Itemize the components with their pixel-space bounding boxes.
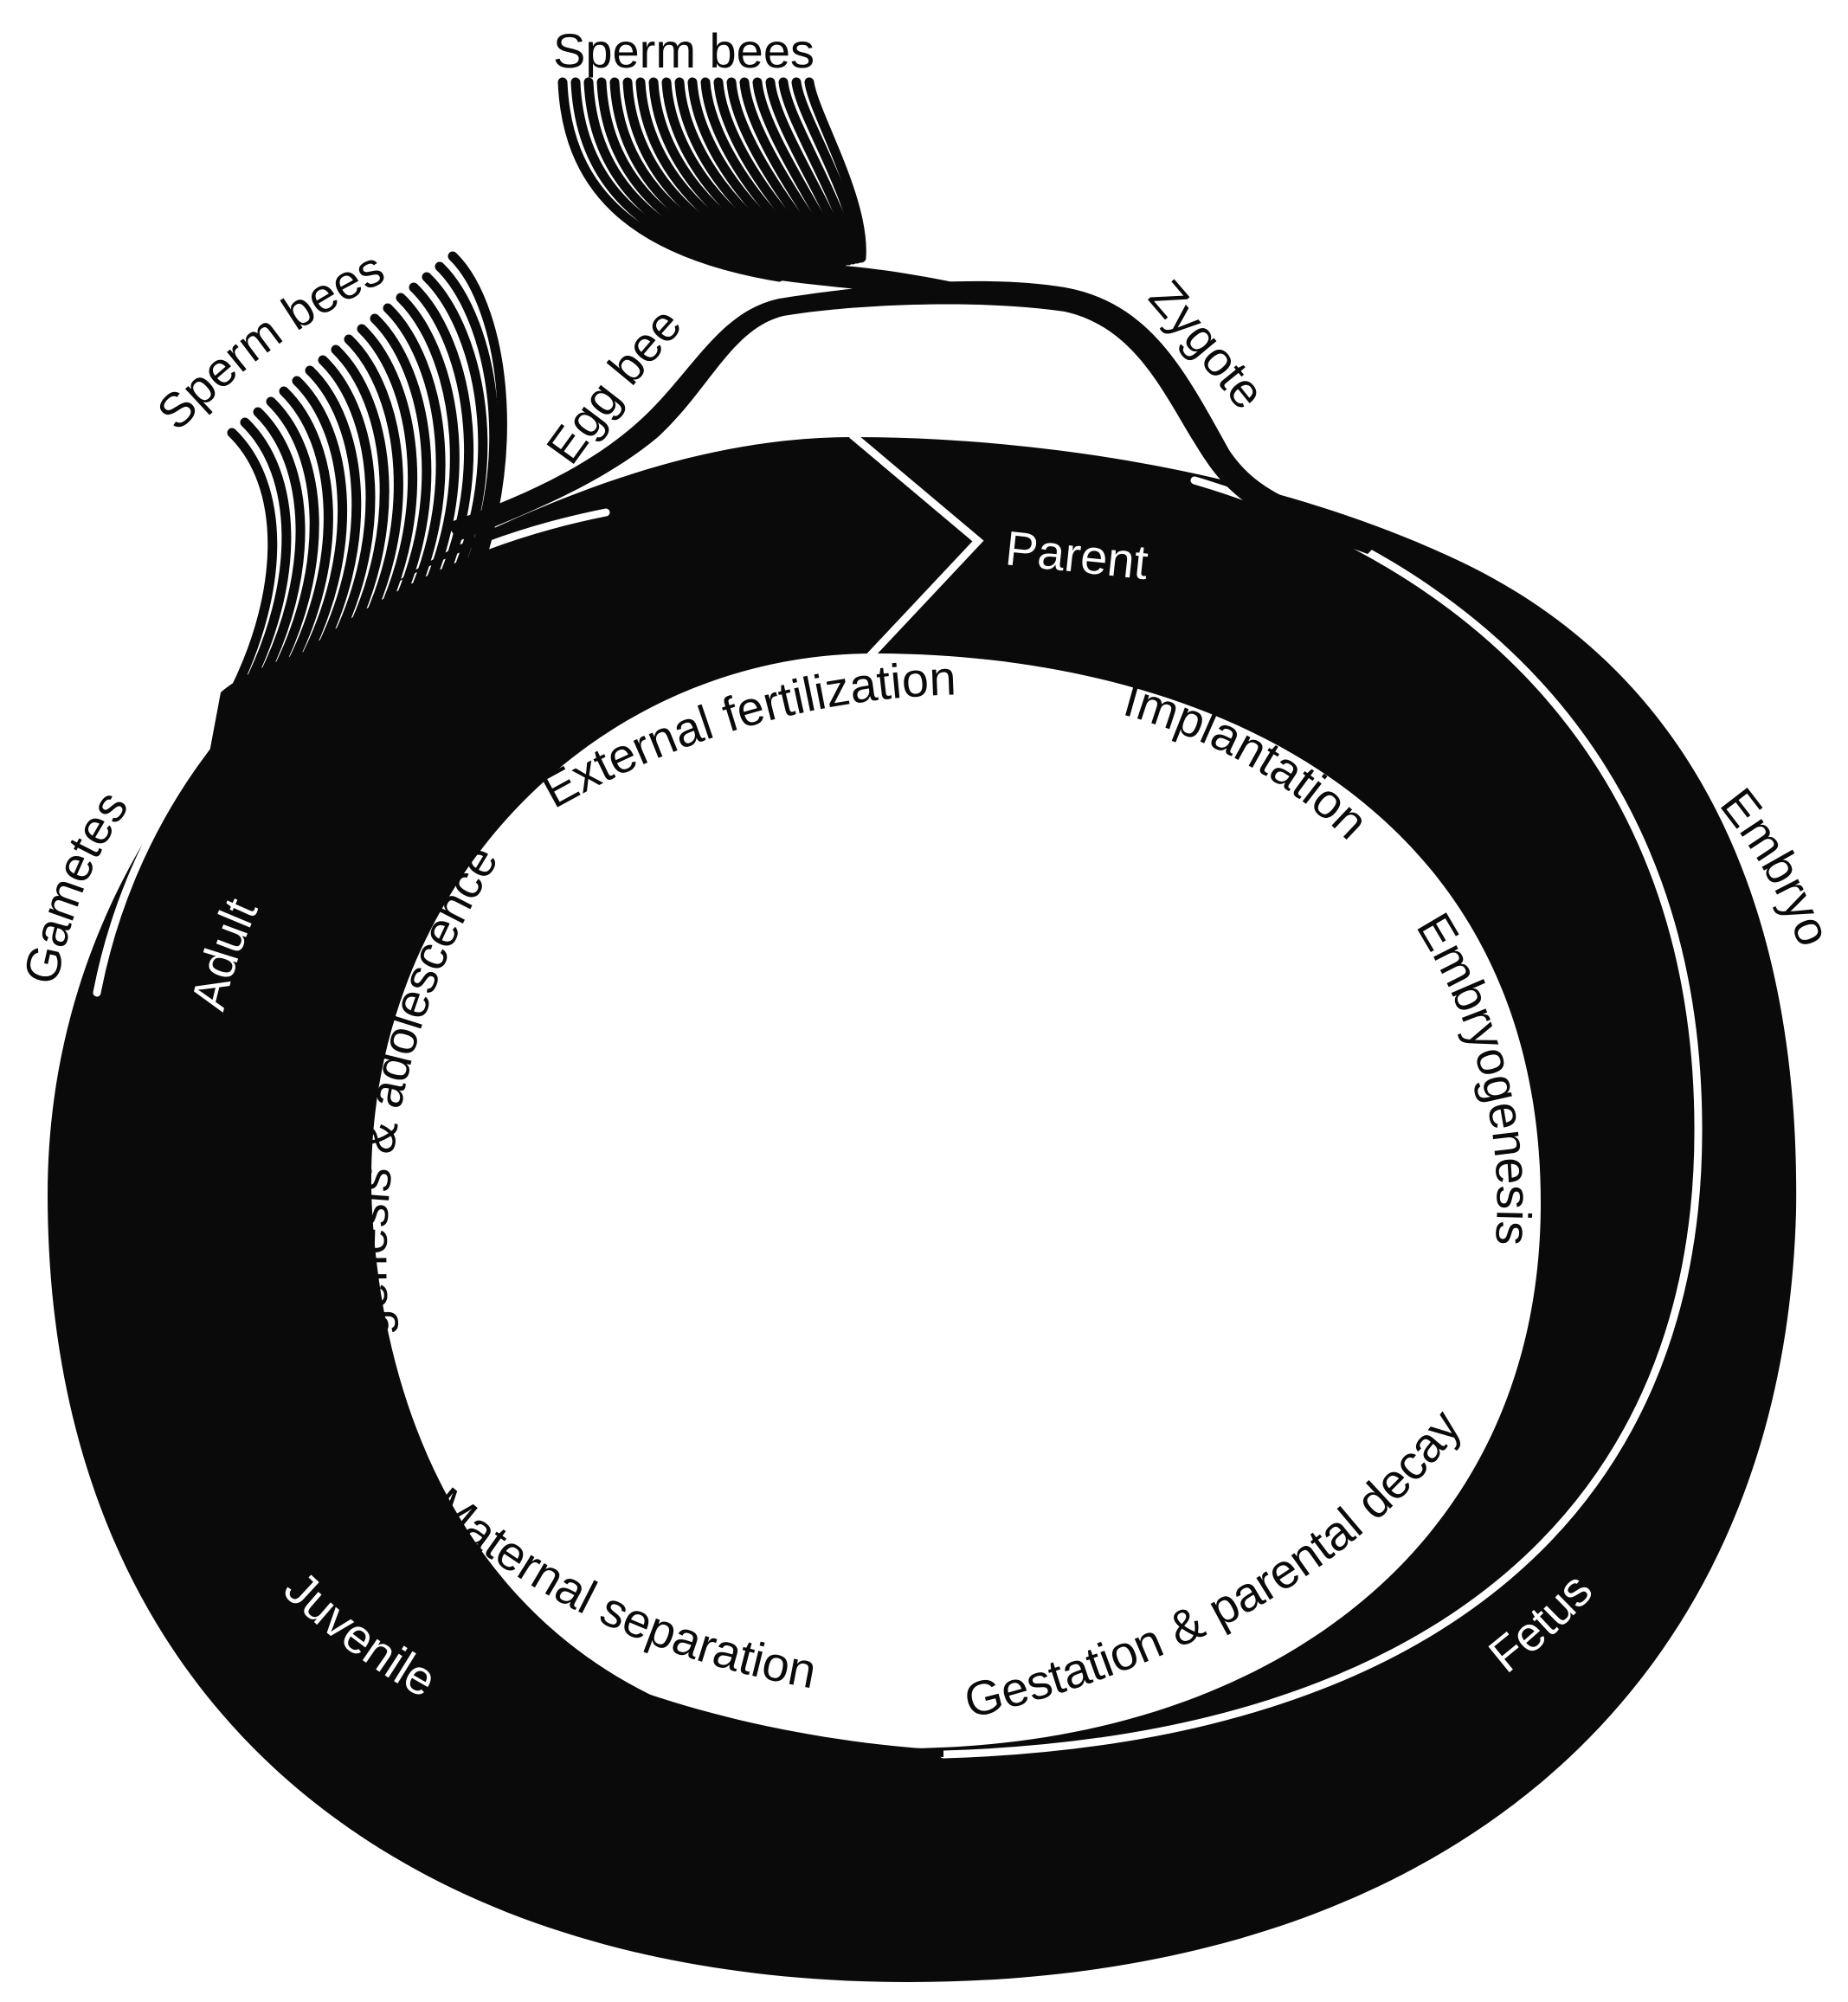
parent-divider	[848, 431, 984, 660]
embryo-line	[939, 476, 1703, 1759]
sperm-bees-left-strands	[208, 251, 507, 768]
egg-zygote-bridge	[446, 280, 1385, 554]
label-sperm-bees-top: Sperm bees	[553, 23, 815, 78]
life-cycle-ring	[48, 437, 1797, 1982]
sperm-bees-top-strands	[557, 77, 1065, 304]
